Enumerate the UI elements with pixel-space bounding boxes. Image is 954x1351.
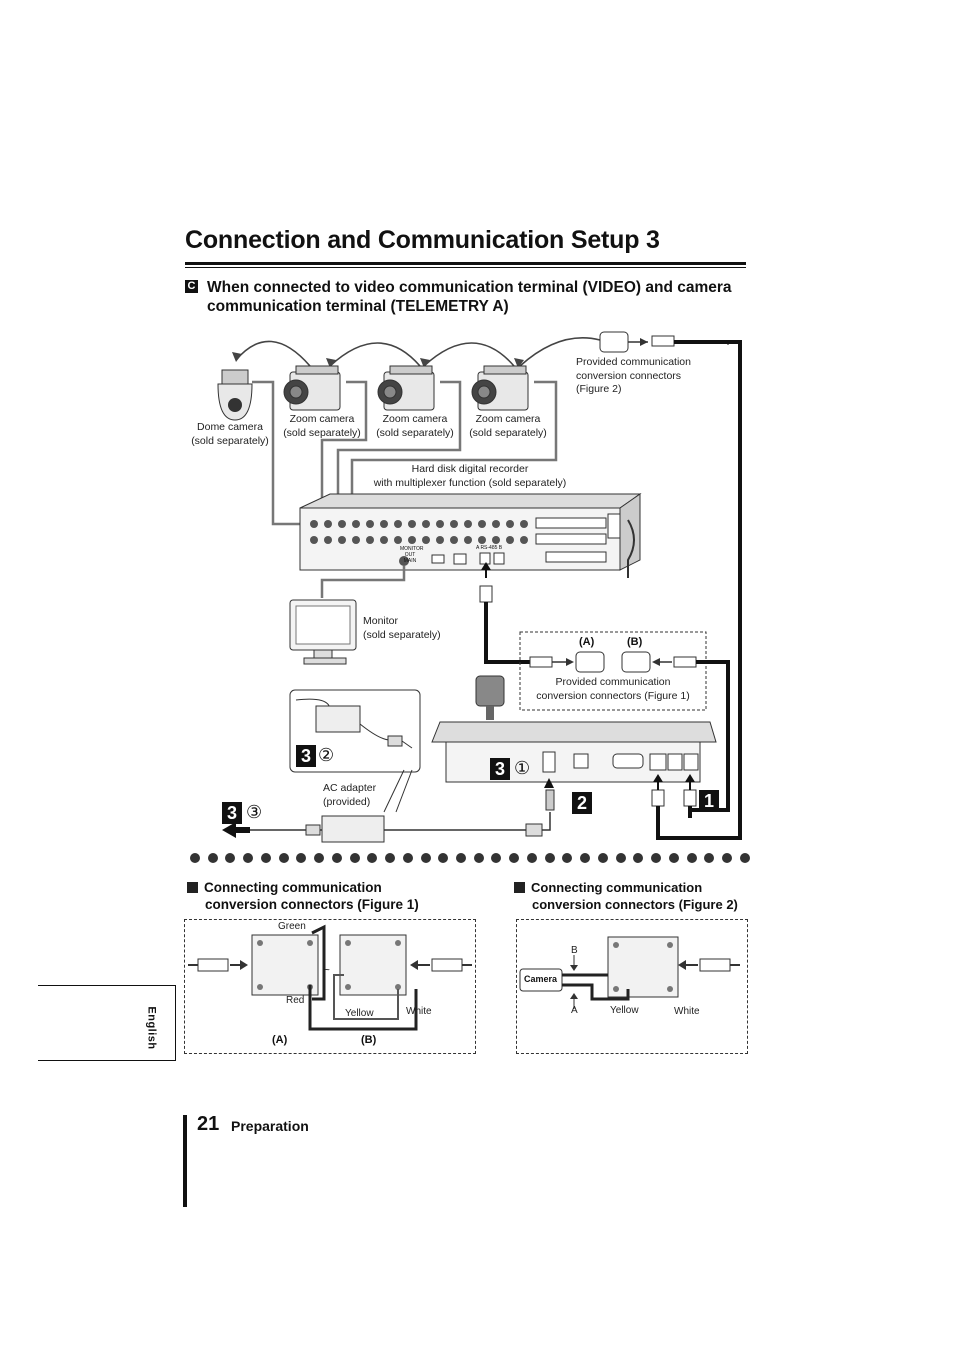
figure1-diagram: ~ — [188, 924, 472, 1031]
label-line: Hard disk digital recorder — [411, 463, 529, 475]
rj-plug-icon — [188, 958, 248, 972]
label-line: (sold separately) — [363, 628, 441, 641]
monitor-label: Monitor (sold separately) — [363, 615, 441, 642]
figure2-box — [516, 919, 748, 1054]
label-line: (Figure 2) — [576, 383, 622, 395]
dome-camera-icon — [217, 369, 253, 421]
rs485-label: A RS-485 B — [476, 545, 503, 551]
section-title: When connected to video communication te… — [207, 279, 732, 315]
step-3-badge: 3 — [296, 745, 316, 767]
bullet-square-icon — [187, 882, 198, 893]
svg-text:~: ~ — [324, 965, 330, 976]
label-line: Zoom camera — [382, 413, 448, 425]
fig1-yellow-label: Yellow — [345, 1008, 374, 1019]
step-1-badge: 1 — [699, 790, 719, 812]
figure2-heading: Connecting communication conversion conn… — [514, 879, 738, 913]
label-line: Provided communication — [576, 356, 691, 368]
connector-a-label: (A) — [579, 636, 595, 648]
label-line: AC adapter — [323, 782, 377, 794]
label-line: (sold separately) — [469, 426, 547, 439]
conversion-fig1-label: Provided communication conversion connec… — [522, 676, 704, 703]
fig1-white-label: White — [406, 1006, 432, 1017]
recorder-icon — [299, 493, 642, 571]
heading-line: Connecting communication — [531, 880, 703, 895]
fig2-white-label: White — [674, 1006, 700, 1017]
ac-adapter-label: AC adapter (provided) — [323, 782, 376, 809]
conversion-connector-icon — [599, 331, 629, 353]
rj-plug-icon — [678, 958, 740, 972]
modular-plug-icon — [651, 335, 675, 347]
page-number: 21 — [197, 1113, 220, 1135]
rj-plug-icon — [410, 958, 472, 972]
fig2-yellow-label: Yellow — [610, 1005, 639, 1016]
figure2-diagram — [519, 936, 740, 1009]
step-3-badge: 3 — [222, 802, 242, 824]
zoom-camera-1-label: Zoom camera (sold separately) — [277, 413, 367, 440]
step-circle-3: ③ — [246, 802, 263, 822]
fig1-green-label: Green — [278, 921, 306, 932]
zoom-camera-icon — [471, 365, 529, 411]
controller-icon — [431, 675, 717, 783]
language-label: English — [145, 1006, 158, 1050]
fig2-a-label: A — [571, 1005, 578, 1016]
footer-section: Preparation — [231, 1118, 309, 1134]
connector-b-label: (B) — [627, 636, 643, 648]
fig1-b-label: (B) — [361, 1034, 377, 1046]
monitor-icon — [289, 599, 357, 665]
fig2-b-label: B — [571, 945, 578, 956]
label-line: (sold separately) — [283, 426, 361, 439]
step-3-badge: 3 — [490, 758, 510, 780]
title-rule-thin — [185, 267, 746, 268]
figure1-heading: Connecting communication conversion conn… — [187, 879, 419, 913]
dome-camera-label: Dome camera (sold separately) — [185, 421, 275, 448]
footer-bar — [183, 1115, 187, 1207]
label-line: (sold separately) — [191, 434, 269, 447]
step-circle-2: ② — [318, 745, 335, 765]
page-title: Connection and Communication Setup 3 — [185, 226, 660, 254]
label-line: Zoom camera — [475, 413, 541, 425]
title-rule — [185, 262, 746, 265]
language-tab — [38, 985, 176, 1061]
fig2-camera-label: Camera — [524, 974, 558, 984]
bullet-square-icon — [514, 882, 525, 893]
heading-line: conversion connectors (Figure 2) — [532, 897, 738, 912]
label-line: (sold separately) — [376, 426, 454, 439]
dotted-separator — [190, 853, 750, 863]
zoom-camera-3-label: Zoom camera (sold separately) — [463, 413, 553, 440]
step-2-badge: 2 — [572, 792, 592, 814]
monitor-out-label: MONITOR OUT MAIN — [400, 546, 424, 564]
label-line: conversion connectors — [576, 369, 682, 382]
conversion-fig2-label: Provided communication conversion connec… — [576, 356, 691, 397]
section-letter-badge: C — [185, 280, 198, 293]
heading-line: Connecting communication — [204, 880, 382, 895]
label-line: Provided communication — [555, 676, 671, 688]
recorder-label: Hard disk digital recorder with multiple… — [350, 463, 590, 490]
fig1-red-label: Red — [286, 995, 305, 1006]
step-circle-1: ① — [514, 758, 531, 778]
zoom-camera-2-label: Zoom camera (sold separately) — [370, 413, 460, 440]
zoom-camera-icon — [283, 365, 341, 411]
zoom-camera-icon — [377, 365, 435, 411]
figure1-box — [184, 919, 476, 1054]
label-line: Monitor — [363, 615, 399, 627]
heading-line: conversion connectors (Figure 1) — [205, 897, 419, 912]
label-line: Zoom camera — [289, 413, 355, 425]
label-line: (provided) — [323, 795, 371, 808]
label-line: Dome camera — [197, 421, 263, 433]
label-line: conversion connectors (Figure 1) — [536, 689, 690, 702]
label-line: with multiplexer function (sold separate… — [373, 476, 567, 489]
fig1-a-label: (A) — [272, 1034, 288, 1046]
